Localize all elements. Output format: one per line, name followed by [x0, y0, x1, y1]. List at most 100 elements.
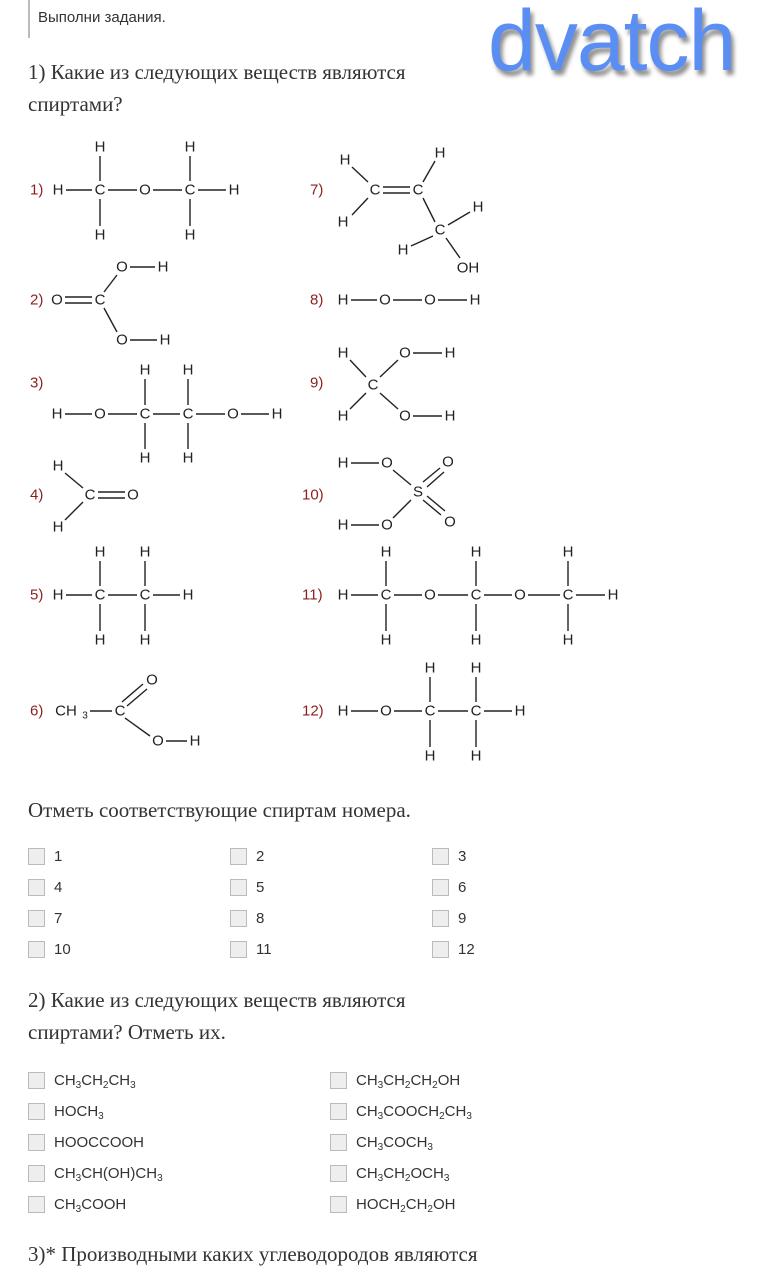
- checkbox[interactable]: [330, 1103, 347, 1120]
- intro-text: Выполни задания.: [28, 0, 166, 38]
- svg-text:H: H: [140, 450, 151, 467]
- svg-text:C: C: [85, 487, 96, 504]
- option-checkbox[interactable]: 10: [28, 941, 71, 958]
- svg-text:O: O: [51, 292, 63, 309]
- svg-text:O: O: [379, 292, 391, 309]
- svg-text:H: H: [190, 733, 201, 750]
- option-checkbox[interactable]: CH3CH2CH2OH: [330, 1072, 460, 1091]
- checkbox[interactable]: [230, 879, 247, 896]
- watermark-logo: dvatch: [488, 0, 736, 89]
- structure-label: 3): [30, 375, 43, 392]
- checkbox[interactable]: [330, 1072, 347, 1089]
- svg-text:H: H: [183, 450, 194, 467]
- checkbox[interactable]: [432, 910, 449, 927]
- option-label: 11: [256, 941, 272, 958]
- structures-figure: 1) 2) 3) 4) 5) 6) 7) 8) 9) 10) 11) 12) H…: [30, 139, 619, 765]
- option-label: HOCH3: [54, 1103, 104, 1122]
- svg-text:H: H: [229, 182, 240, 199]
- checkbox[interactable]: [28, 848, 45, 865]
- option-checkbox[interactable]: HOOCCOOH: [28, 1134, 144, 1151]
- option-checkbox[interactable]: 2: [230, 848, 264, 865]
- svg-text:H: H: [471, 748, 482, 765]
- structure-label: 6): [30, 703, 43, 720]
- option-checkbox[interactable]: CH3CH2OCH3: [330, 1165, 449, 1184]
- option-checkbox[interactable]: CH3COOCH2CH3: [330, 1103, 472, 1122]
- option-label: 8: [256, 910, 265, 927]
- checkbox[interactable]: [28, 879, 45, 896]
- structure-label: 2): [30, 292, 43, 309]
- svg-text:C: C: [140, 587, 151, 604]
- svg-text:H: H: [158, 259, 169, 276]
- checkbox[interactable]: [330, 1134, 347, 1151]
- checkbox[interactable]: [230, 910, 247, 927]
- checkbox[interactable]: [330, 1196, 347, 1213]
- svg-text:CH: CH: [55, 703, 77, 720]
- svg-text:3: 3: [82, 711, 88, 722]
- svg-text:H: H: [183, 587, 194, 604]
- question-1-title-line1: 1) Какие из следующих веществ являются: [28, 60, 406, 84]
- svg-text:H: H: [425, 748, 436, 765]
- svg-text:C: C: [381, 587, 392, 604]
- option-checkbox[interactable]: 6: [432, 879, 466, 896]
- option-checkbox[interactable]: 5: [230, 879, 264, 896]
- option-checkbox[interactable]: 1: [28, 848, 62, 865]
- option-checkbox[interactable]: 7: [28, 910, 62, 927]
- option-checkbox[interactable]: CH3CH(OH)CH3: [28, 1165, 163, 1184]
- checkbox[interactable]: [432, 848, 449, 865]
- svg-text:O: O: [514, 587, 526, 604]
- svg-text:H: H: [563, 632, 574, 649]
- checkbox[interactable]: [28, 941, 45, 958]
- svg-text:C: C: [368, 377, 379, 394]
- option-checkbox[interactable]: 9: [432, 910, 466, 927]
- option-checkbox[interactable]: CH3CH2CH3: [28, 1072, 136, 1091]
- svg-text:C: C: [563, 587, 574, 604]
- svg-text:H: H: [140, 362, 151, 379]
- svg-text:O: O: [380, 703, 392, 720]
- option-checkbox[interactable]: CH3COCH3: [330, 1134, 433, 1153]
- option-label: 4: [54, 879, 63, 896]
- question-3-title-line1: 3)* Производными каких углеводородов явл…: [28, 1242, 478, 1266]
- svg-text:O: O: [94, 406, 106, 423]
- svg-text:H: H: [338, 517, 349, 534]
- option-label: 7: [54, 910, 63, 927]
- svg-text:H: H: [381, 632, 392, 649]
- svg-text:O: O: [116, 259, 128, 276]
- checkbox[interactable]: [28, 1196, 45, 1213]
- checkbox[interactable]: [330, 1165, 347, 1182]
- option-checkbox[interactable]: 11: [230, 941, 272, 958]
- option-checkbox[interactable]: 4: [28, 879, 62, 896]
- structure-label: 10): [302, 487, 324, 504]
- svg-text:H: H: [340, 152, 351, 169]
- option-checkbox[interactable]: CH3COOH: [28, 1196, 126, 1215]
- svg-text:H: H: [445, 408, 456, 425]
- svg-text:H: H: [398, 242, 409, 259]
- svg-text:H: H: [338, 345, 349, 362]
- checkbox[interactable]: [28, 910, 45, 927]
- svg-text:H: H: [608, 587, 619, 604]
- svg-text:H: H: [95, 139, 106, 156]
- option-checkbox[interactable]: HOCH3: [28, 1103, 104, 1122]
- checkbox[interactable]: [28, 1134, 45, 1151]
- checkbox[interactable]: [28, 1103, 45, 1120]
- svg-text:H: H: [425, 660, 436, 677]
- option-label: 2: [256, 848, 265, 865]
- checkbox[interactable]: [432, 941, 449, 958]
- svg-text:H: H: [338, 214, 349, 231]
- option-checkbox[interactable]: HOCH2CH2OH: [330, 1196, 455, 1215]
- svg-text:H: H: [53, 458, 64, 475]
- svg-text:H: H: [381, 544, 392, 561]
- svg-text:H: H: [185, 139, 196, 156]
- checkbox[interactable]: [230, 941, 247, 958]
- option-checkbox[interactable]: 12: [432, 941, 475, 958]
- option-checkbox[interactable]: 3: [432, 848, 466, 865]
- svg-text:H: H: [471, 632, 482, 649]
- checkbox[interactable]: [28, 1072, 45, 1089]
- svg-text:H: H: [272, 406, 283, 423]
- checkbox[interactable]: [432, 879, 449, 896]
- checkbox[interactable]: [28, 1165, 45, 1182]
- option-checkbox[interactable]: 8: [230, 910, 264, 927]
- checkbox[interactable]: [230, 848, 247, 865]
